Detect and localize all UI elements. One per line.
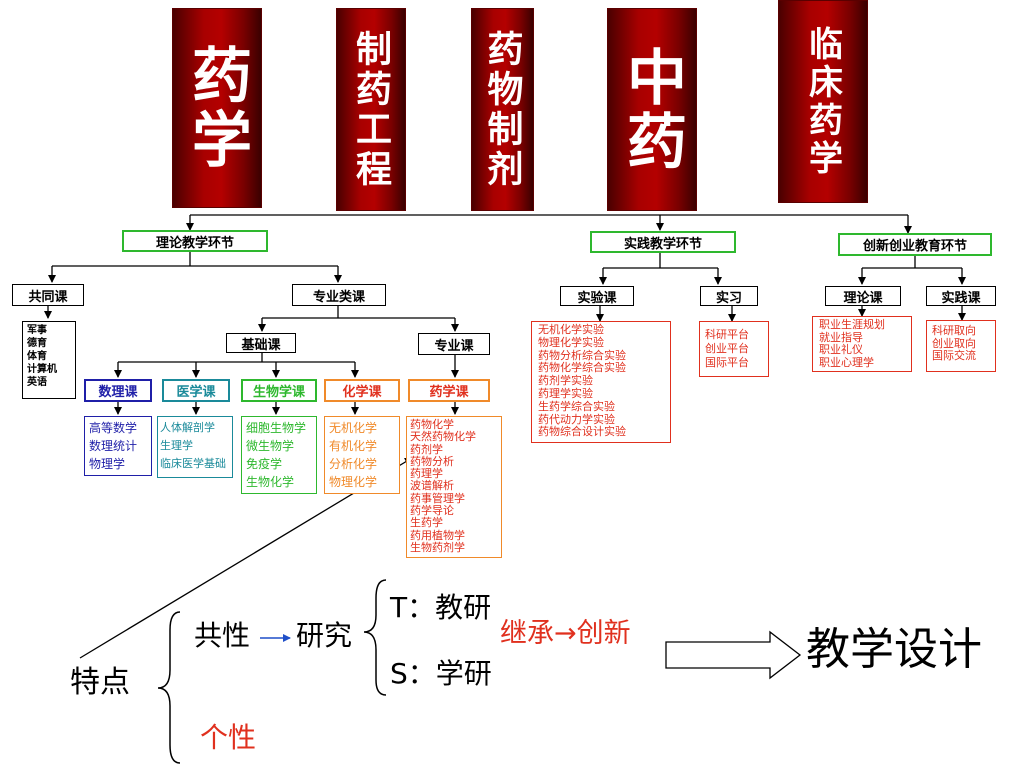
biology-course-box: 生物学课 (241, 379, 317, 402)
innovation-practice-course-box: 实践课 (926, 286, 996, 306)
medical-course-box: 医学课 (162, 379, 230, 402)
chemistry-course-box: 化学课 (324, 379, 400, 402)
innovation-theory-course-box: 理论课 (825, 286, 901, 306)
banner-tcm: 中药 (607, 8, 697, 211)
research-label: 研究 (296, 619, 353, 652)
medical-course-list: 人体解剖学 生理学 临床医学基础 (157, 416, 233, 478)
math-physics-course-list: 高等数学 数理统计 物理学 (84, 416, 152, 476)
common-course-list: 军事 德育 体育 计算机 英语 (22, 321, 76, 399)
basic-course-box: 基础课 (226, 333, 296, 353)
practice-teaching-box: 实践教学环节 (590, 231, 736, 253)
internship-box: 实习 (700, 286, 758, 306)
teaching-design-label: 教学设计 (806, 624, 982, 675)
innovation-practice-list: 科研取向 创业取向 国际交流 (926, 320, 996, 372)
pharmacy-course-list: 药物化学 天然药物化学 药剂学 药物分析 药理学 波谱解析 药事管理学 药学导论… (406, 416, 502, 558)
banner-clinical-pharmacy: 临床药学 (778, 0, 868, 203)
internship-list: 科研平台 创业平台 国际平台 (699, 321, 769, 377)
features-label: 特点 (70, 665, 130, 700)
experiment-course-list: 无机化学实验 物理化学实验 药物分析综合实验 药物化学综合实验 药剂学实验 药理… (531, 321, 671, 443)
innovation-theory-list: 职业生涯规划 就业指导 职业礼仪 职业心理学 (812, 316, 912, 372)
experiment-course-box: 实验课 (560, 286, 634, 306)
inherit-innovate-label: 继承→创新 (500, 618, 631, 649)
innovation-education-box: 创新创业教育环节 (838, 233, 992, 256)
common-course-box: 共同课 (12, 284, 84, 306)
chemistry-course-list: 无机化学 有机化学 分析化学 物理化学 (324, 416, 400, 494)
major-course-box: 专业课 (418, 333, 490, 355)
biology-course-list: 细胞生物学 微生物学 免疫学 生物化学 (241, 416, 317, 494)
pharmacy-course-box: 药学课 (408, 379, 490, 402)
banner-pharmacy: 药学 (172, 8, 262, 208)
banner-pharm-engineering: 制药工程 (336, 8, 406, 211)
learning-research-label: S：学研 (390, 657, 492, 690)
commonality-label: 共性 (194, 619, 251, 652)
math-physics-course-box: 数理课 (84, 379, 152, 402)
individuality-label: 个性 (200, 721, 257, 754)
theory-teaching-box: 理论教学环节 (122, 230, 268, 252)
banner-pharmaceutics: 药物制剂 (471, 8, 534, 211)
teaching-research-label: T：教研 (390, 591, 492, 624)
professional-course-box: 专业类课 (292, 284, 386, 306)
